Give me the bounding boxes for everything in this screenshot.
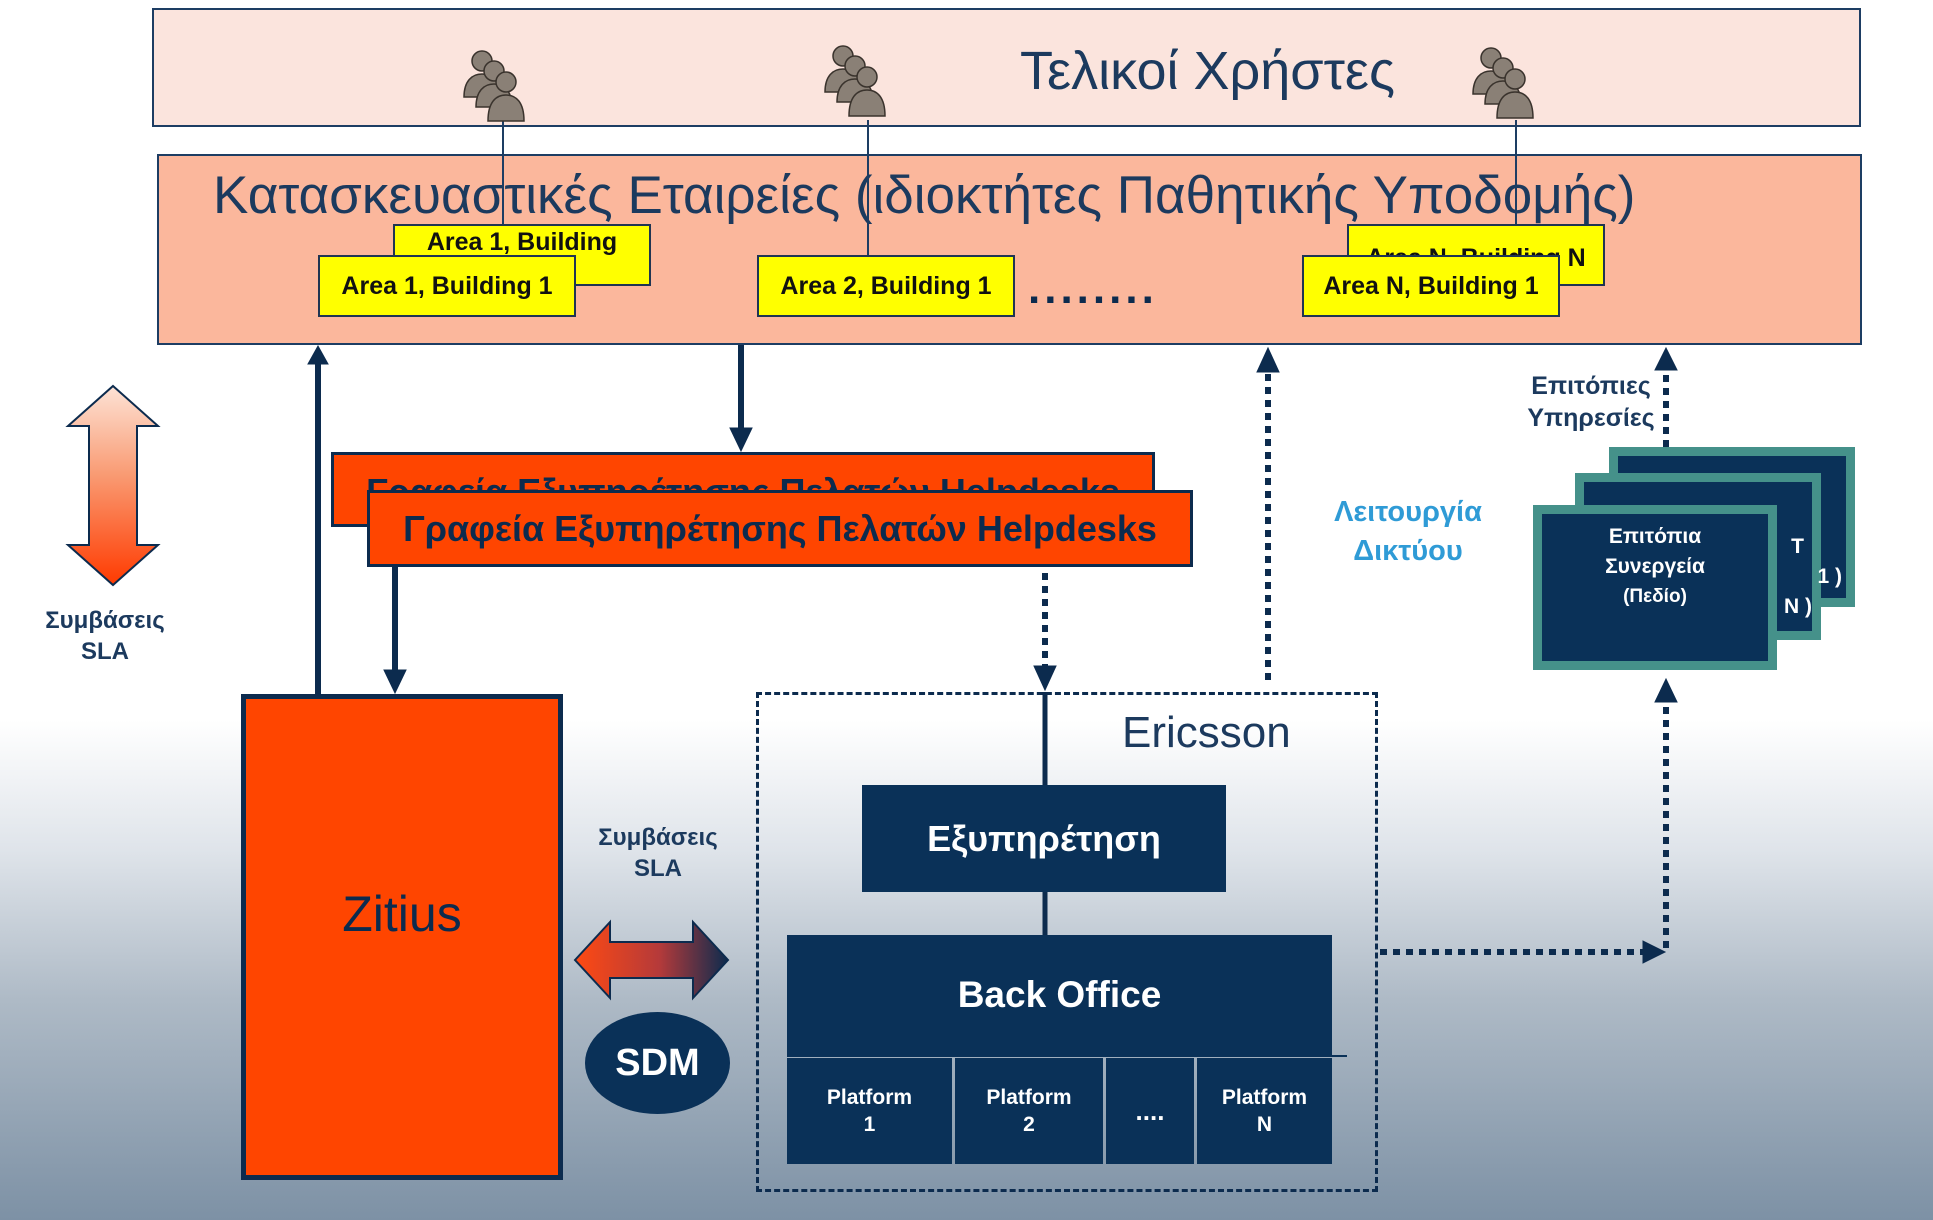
zitius-label: Zitius (342, 886, 462, 942)
sla-vertical-double-arrow (65, 384, 161, 587)
onsite-services-line1: Επιτόπιες (1531, 372, 1651, 400)
service-box: Εξυπηρέτηση (862, 785, 1226, 892)
sla-left-line1: Συμβάσεις (45, 607, 165, 634)
area-1-building-1-box: Area 1, Building 1 (318, 255, 576, 317)
field-to-construction-arrow (1654, 346, 1678, 447)
user-building-lines (502, 120, 1517, 258)
helpdesks-to-zitius-arrow (383, 567, 407, 695)
users-group-icon (1472, 47, 1534, 119)
sla-left-label: Συμβάσεις SLA (25, 605, 185, 667)
helpdesks-to-ericsson-arrow (1033, 573, 1057, 692)
network-operation-line1: Λειτουργία (1334, 496, 1482, 528)
users-group-icon (824, 45, 886, 117)
area-n-building-1-box: Area N, Building 1 (1302, 255, 1560, 317)
sdm-ellipse: SDM (585, 1012, 730, 1114)
platform-2-box: Platform 2 (955, 1058, 1103, 1164)
areas-ellipsis: ........ (1028, 264, 1158, 313)
platform-2-line1: Platform (986, 1086, 1072, 1109)
sla-middle-line2: SLA (634, 855, 682, 882)
field-team-box: Επιτόπια Συνεργεία (Πεδίο) (1533, 505, 1777, 670)
sla-middle-line1: Συμβάσεις (598, 824, 718, 851)
onsite-services-label: Επιτόπιες Υπηρεσίες (1506, 370, 1676, 434)
construction-to-helpdesks-arrow (729, 345, 753, 453)
field-team-back-fragment-3: N ) (1784, 595, 1812, 618)
zitius-box (241, 694, 563, 1180)
platform-ellipsis-box: .... (1106, 1058, 1194, 1164)
platform-2-line2: 2 (1023, 1113, 1035, 1136)
ericsson-boundary (756, 692, 1378, 1192)
platform-1-line2: 1 (863, 1113, 876, 1136)
end-users-panel (152, 8, 1861, 127)
back-office-divider (787, 1055, 1347, 1057)
field-team-back-fragment-1: T (1791, 535, 1804, 558)
back-office-box: Back Office (787, 935, 1332, 1055)
construction-companies-title: Κατασκευαστικές Εταιρείες (ιδιοκτήτες Πα… (213, 166, 1636, 225)
platform-1-box: Platform 1 (787, 1058, 952, 1164)
platform-ellipsis-line1: .... (1135, 1095, 1165, 1126)
sla-middle-label: Συμβάσεις SLA (578, 822, 738, 884)
sla-horizontal-double-arrow (573, 919, 730, 1001)
platform-n-line1: Platform (1221, 1086, 1308, 1109)
area-2-building-1-box: Area 2, Building 1 (757, 255, 1015, 317)
field-team-line1: Επιτόπια (1608, 525, 1702, 548)
users-group-icon (463, 50, 525, 122)
backoffice-to-field-arrow (1380, 677, 1678, 964)
platform-n-line2: N (1256, 1113, 1273, 1136)
ericsson-label: Ericsson (1122, 708, 1291, 757)
helpdesks-box: Γραφεία Εξυπηρέτησης Πελατών Helpdesks (367, 490, 1193, 567)
sla-left-line2: SLA (81, 638, 129, 665)
zitius-to-construction-arrow (307, 344, 329, 694)
platform-1-line1: Platform (826, 1086, 913, 1109)
field-team-line2: Συνεργεία (1605, 555, 1705, 578)
field-team-line3: (Πεδίο) (1623, 586, 1687, 607)
onsite-services-line2: Υπηρεσίες (1527, 404, 1655, 432)
network-operation-label: Λειτουργία Δικτύου (1318, 493, 1498, 571)
ericsson-to-construction-arrow (1256, 346, 1280, 680)
end-users-title: Τελικοί Χρήστες (1020, 41, 1396, 101)
network-operation-line2: Δικτύου (1353, 535, 1463, 567)
field-team-back-fragment-2: 1 ) (1817, 565, 1842, 588)
